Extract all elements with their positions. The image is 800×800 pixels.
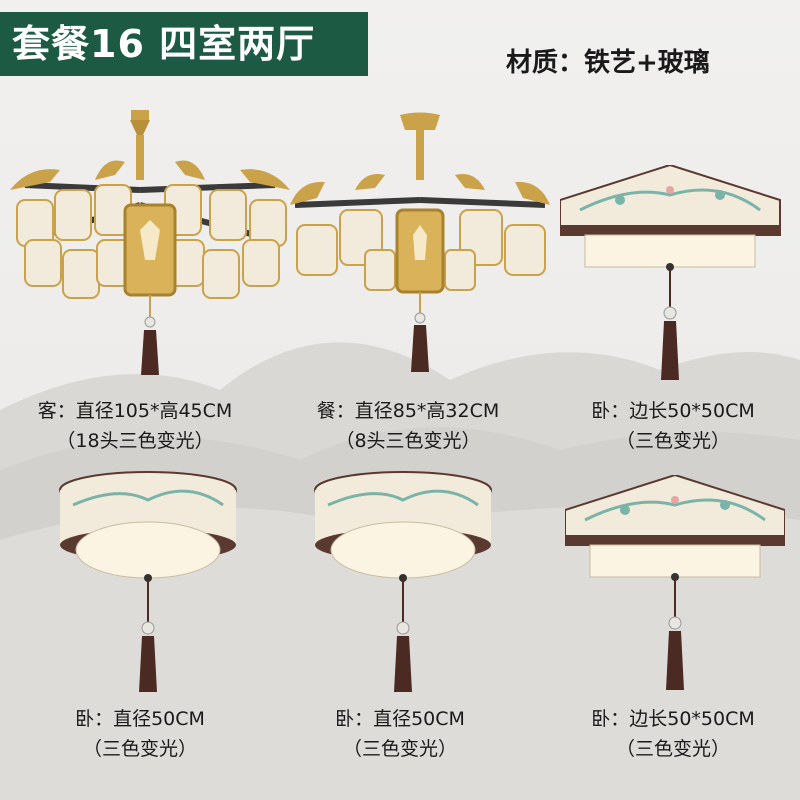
product-caption: 卧：边长50*50CM （三色变光） bbox=[538, 704, 800, 764]
product-spec: 客：直径105*高45CM bbox=[37, 400, 233, 422]
product-light-note: （三色变光） bbox=[615, 430, 730, 452]
product-light-note: （三色变光） bbox=[82, 738, 197, 760]
product-caption: 餐：直径85*高32CM （8头三色变光） bbox=[273, 396, 543, 456]
material-label: 材质：铁艺+玻璃 bbox=[506, 48, 710, 78]
product-caption: 卧：直径50CM （三色变光） bbox=[265, 704, 535, 764]
product-light-note: （18头三色变光） bbox=[56, 430, 214, 452]
chandelier-8-head-image bbox=[290, 112, 550, 372]
product-caption: 卧：直径50CM （三色变光） bbox=[5, 704, 275, 764]
chandelier-18-head-image bbox=[10, 110, 290, 375]
square-ceiling-lamp-image-2 bbox=[565, 475, 785, 690]
square-ceiling-lamp-image bbox=[560, 165, 781, 380]
product-spec: 卧：直径50CM bbox=[75, 708, 205, 730]
product-spec: 卧：直径50CM bbox=[335, 708, 465, 730]
product-spec: 卧：边长50*50CM bbox=[591, 400, 755, 422]
round-ceiling-lamp-image-1 bbox=[59, 471, 237, 692]
product-spec: 餐：直径85*高32CM bbox=[316, 400, 500, 422]
product-light-note: （三色变光） bbox=[615, 738, 730, 760]
product-spec: 卧：边长50*50CM bbox=[591, 708, 755, 730]
product-caption: 客：直径105*高45CM （18头三色变光） bbox=[0, 396, 270, 456]
round-ceiling-lamp-image-2 bbox=[314, 471, 492, 692]
package-title-badge: 套餐16 四室两厅 bbox=[0, 12, 368, 76]
product-caption: 卧：边长50*50CM （三色变光） bbox=[538, 396, 800, 456]
product-light-note: （三色变光） bbox=[342, 738, 457, 760]
product-light-note: （8头三色变光） bbox=[335, 430, 481, 452]
